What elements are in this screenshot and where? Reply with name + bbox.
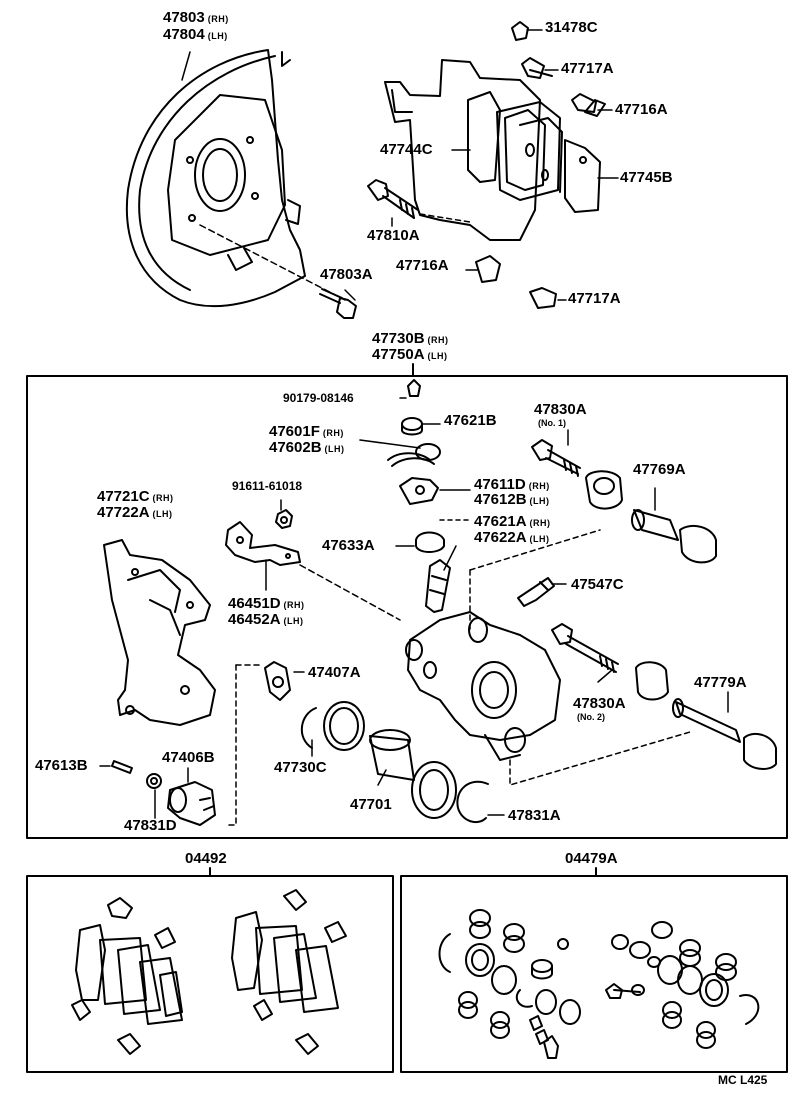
label-47830a-no1: 47830A(No. 1) xyxy=(534,401,587,429)
clip-parts-illustration xyxy=(475,21,597,309)
bolt-47803a-illustration xyxy=(199,224,357,319)
kit-04479a-illustration xyxy=(438,909,760,1059)
label-47730c: 47730C xyxy=(274,759,327,776)
label-47407a: 47407A xyxy=(308,664,361,681)
label-47716a-top: 47716A xyxy=(615,101,668,118)
label-47803a: 47803A xyxy=(320,266,373,283)
label-47810a: 47810A xyxy=(367,227,420,244)
label-47779a: 47779A xyxy=(694,674,747,691)
label-90179-08146: 90179-08146 xyxy=(283,391,354,405)
label-47745b: 47745B xyxy=(620,169,673,186)
label-47547c: 47547C xyxy=(571,576,624,593)
label-47633a: 47633A xyxy=(322,537,375,554)
label-04492: 04492 xyxy=(185,850,227,867)
label-47716a-bottom: 47716A xyxy=(396,257,449,274)
piston-seal-illustration xyxy=(227,661,489,826)
label-47622a: 47622A(LH) xyxy=(474,529,550,546)
small-pin-illustration xyxy=(111,760,216,826)
label-47831a: 47831A xyxy=(508,807,561,824)
label-46452a: 46452A(LH) xyxy=(228,611,304,628)
label-47750a: 47750A(LH) xyxy=(372,346,448,363)
label-46451d: 46451D(RH) xyxy=(228,595,305,612)
label-47769a: 47769A xyxy=(633,461,686,478)
label-47602b: 47602B(LH) xyxy=(269,439,345,456)
label-47611d: 47611D(RH) xyxy=(474,476,550,493)
label-47601f: 47601F(RH) xyxy=(269,423,344,440)
label-47406b: 47406B xyxy=(162,749,215,766)
mounting-bracket-illustration xyxy=(103,539,216,726)
bolt-47810a-illustration xyxy=(367,179,471,223)
label-31478c: 31478C xyxy=(545,19,598,36)
label-47804: 47804(LH) xyxy=(163,26,228,43)
label-47621a: 47621A(RH) xyxy=(474,513,551,530)
dust-cover-illustration xyxy=(125,49,306,308)
label-47730b: 47730B(RH) xyxy=(372,330,449,347)
label-47744c: 47744C xyxy=(380,141,433,158)
label-47803: 47803(RH) xyxy=(163,9,229,26)
slide-pin-boot-illustration xyxy=(469,439,777,786)
leader-lines xyxy=(99,29,729,819)
bleeder-plug-illustration xyxy=(517,577,555,607)
label-91611-61018: 91611-61018 xyxy=(232,479,303,493)
label-47721c: 47721C(RH) xyxy=(97,488,174,505)
label-47831d: 47831D xyxy=(124,817,177,834)
label-47613b: 47613B xyxy=(35,757,88,774)
label-47717a-bottom: 47717A xyxy=(568,290,621,307)
caliper-cylinder-illustration xyxy=(405,611,561,761)
label-47621b: 47621B xyxy=(444,412,497,429)
label-47612b: 47612B(LH) xyxy=(474,491,550,508)
label-47830a-no2: 47830A(No. 2) xyxy=(573,695,626,723)
clip-46451d-illustration xyxy=(225,509,401,621)
label-47701: 47701 xyxy=(350,796,392,813)
diagram-reference-code: MC L425 xyxy=(718,1073,768,1087)
label-47717a-top: 47717A xyxy=(561,60,614,77)
label-47722a: 47722A(LH) xyxy=(97,504,173,521)
label-04479a: 04479A xyxy=(565,850,618,867)
kit-04492-illustration xyxy=(71,889,347,1055)
pad-assembly-illustration xyxy=(384,59,606,241)
